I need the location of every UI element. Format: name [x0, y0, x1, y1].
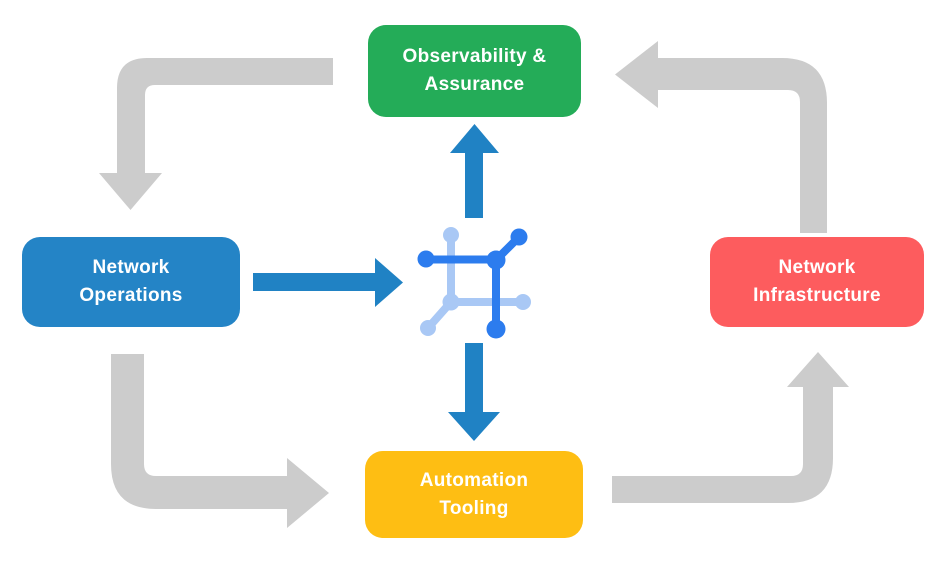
arrow-operations-to-icon	[253, 258, 403, 307]
node-label: Network Operations	[79, 254, 182, 309]
node-network-infrastructure: Network Infrastructure	[710, 237, 924, 327]
gray-cycle-arrows	[99, 41, 849, 528]
arrow-infrastructure-to-observability	[615, 41, 827, 233]
node-network-operations: Network Operations	[22, 237, 240, 327]
node-observability-assurance: Observability & Assurance	[368, 25, 581, 117]
node-label: Automation Tooling	[420, 467, 529, 522]
node-label: Observability & Assurance	[403, 43, 547, 98]
arrow-automation-to-infrastructure	[612, 352, 849, 503]
arrow-operations-to-automation	[111, 354, 329, 528]
node-label: Network Infrastructure	[753, 254, 881, 309]
network-icon-light-part	[420, 227, 531, 336]
node-label-line: Tooling	[439, 497, 509, 519]
blue-center-arrows	[253, 124, 500, 441]
node-label-line: Observability &	[402, 46, 547, 68]
node-label-line: Assurance	[424, 74, 525, 95]
node-label-line: Infrastructure	[753, 285, 881, 306]
arrow-icon-to-automation	[448, 343, 500, 441]
node-automation-tooling: Automation Tooling	[365, 451, 583, 538]
node-label-line: Automation	[419, 469, 529, 491]
arrow-icon-to-observability	[450, 124, 499, 218]
network-nodes-icon	[417, 227, 531, 339]
node-label-line: Network	[92, 257, 170, 279]
node-label-line: Operations	[79, 285, 183, 306]
network-icon-dark-part	[417, 228, 528, 339]
node-label-line: Network	[778, 257, 856, 279]
arrow-observability-to-operations	[99, 58, 333, 210]
